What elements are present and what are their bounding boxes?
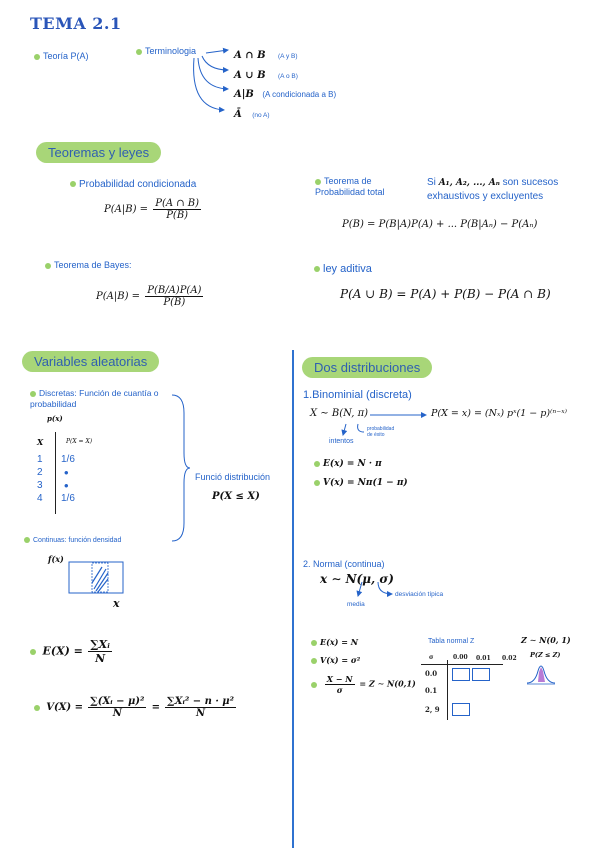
terminologia-label: Terminologia xyxy=(136,46,196,56)
desv-label: desviación típica xyxy=(395,591,444,598)
media-label: media xyxy=(347,601,365,608)
tabla-col: 0.02 xyxy=(502,655,517,662)
term-item-1: A ∩ B (A y B) xyxy=(234,50,298,61)
fx-label: f(x) xyxy=(48,554,64,564)
teoremas-pill: Teoremas y leyes xyxy=(36,142,162,163)
brace-icon xyxy=(171,394,191,542)
x-axis-label: x xyxy=(113,597,120,610)
tabla-vline xyxy=(447,660,448,720)
tabla-row: 0.0 xyxy=(425,669,438,678)
tabla-col: σ xyxy=(429,654,434,661)
tabla-col: 0.01 xyxy=(476,655,491,662)
funcion-dist-formula: P(X ≤ X) xyxy=(212,491,260,502)
term-item-4: Ā (no A) xyxy=(234,109,270,120)
tabla-hline xyxy=(421,664,503,665)
normal-v: V(x) = σ² xyxy=(311,655,360,665)
column-divider xyxy=(292,350,294,848)
bullet-icon xyxy=(314,460,320,467)
zdist-label: Z ∼ N(0, 1) xyxy=(521,635,571,645)
term-item-3: A|B (A condicionada a B) xyxy=(234,89,337,100)
cond-formula: P(A|B) = P(A ∩ B)P(B) xyxy=(104,198,202,221)
table-divider xyxy=(55,432,56,514)
bayes-label: Teorema de Bayes: xyxy=(45,260,132,270)
pz-label: P(Z ≤ Z) xyxy=(530,651,561,659)
table-row: 1 xyxy=(37,454,43,465)
aditiva-label: ley aditiva xyxy=(314,263,372,275)
aditiva-formula: P(A ∪ B) = P(A) + P(B) − P(A ∩ B) xyxy=(340,287,551,301)
col-x-header: X xyxy=(37,437,44,447)
term-item-2: A ∪ B (A o B) xyxy=(234,70,298,81)
table-row: 2 xyxy=(37,467,43,478)
table-cell: • xyxy=(64,478,69,493)
total-label: Teorema de Probabilidad total xyxy=(315,176,385,197)
tabla-cell xyxy=(452,703,470,716)
binom-title: 1.Binominial (discreta) xyxy=(303,389,412,401)
cond-label: Probabilidad condicionada xyxy=(70,179,196,190)
bullet-icon xyxy=(30,390,36,397)
teoria-label: Teoría P(A) xyxy=(34,51,89,61)
bullet-icon xyxy=(311,658,317,664)
tabla-cell xyxy=(472,668,490,681)
table-cell: • xyxy=(64,465,69,480)
continuas-label: Continuas: función densidad xyxy=(24,537,121,544)
table-cell: 1/6 xyxy=(61,454,75,465)
table-cell: 1/6 xyxy=(61,493,75,504)
distribuciones-pill: Dos distribuciones xyxy=(302,357,433,378)
bullet-icon xyxy=(311,681,317,688)
normal-e: E(x) = N xyxy=(311,637,358,647)
bullet-icon xyxy=(311,640,317,646)
tabla-title: Tabla normal Z xyxy=(428,638,475,645)
col-p-header: P(X = X) xyxy=(66,438,93,445)
normal-def: x ∼ N(μ, σ) xyxy=(320,572,394,586)
bullet-icon xyxy=(30,648,36,655)
bullet-icon xyxy=(24,537,30,544)
binom-e: E(x) = N · π xyxy=(314,459,382,469)
intentos-label: intentos xyxy=(329,438,354,445)
bell-curve-icon xyxy=(526,665,556,685)
page-title: TEMA 2.1 xyxy=(30,14,122,33)
tabla-row: 0.1 xyxy=(425,686,438,695)
table-row: 3 xyxy=(37,480,43,491)
binom-formula: P(X = x) = (Nₓ) pˣ(1 − p)⁽ⁿ⁻ˣ⁾ xyxy=(431,408,567,419)
bullet-icon xyxy=(34,53,40,60)
tabla-col: 0.00 xyxy=(453,654,468,661)
discretas-label: Discretas: Función de cuantía o probabil… xyxy=(30,388,159,409)
tabla-row: 2, 9 xyxy=(425,705,440,714)
binom-def: X ∼ B(N, π) xyxy=(310,408,369,419)
normal-title: 2. Normal (continua) xyxy=(303,559,385,569)
binom-v: V(x) = Nπ(1 − π) xyxy=(314,478,408,488)
bullet-icon xyxy=(45,262,51,269)
bullet-icon xyxy=(34,704,40,711)
density-sketch-icon xyxy=(68,561,124,594)
tabla-cell xyxy=(452,668,470,681)
total-formula: P(B) = P(B|A)P(A) + ... P(B|Aₙ) − P(Aₙ) xyxy=(342,219,538,230)
px-label: p(x) xyxy=(47,414,63,423)
bullet-icon xyxy=(315,178,321,185)
table-row: 4 xyxy=(37,493,43,504)
prob-exito-label: probabilidad de éxito xyxy=(367,426,395,438)
bullet-icon xyxy=(314,479,320,486)
bullet-icon xyxy=(70,181,76,188)
funcion-dist-label: Funció distribución xyxy=(195,472,271,482)
total-desc: Si A₁, A₂, ..., Aₙ son sucesos exhaustiv… xyxy=(427,177,559,202)
bullet-icon xyxy=(314,266,320,273)
bullet-icon xyxy=(136,48,142,55)
bayes-formula: P(A|B) = P(B/A)P(A)P(B) xyxy=(96,285,204,308)
variables-pill: Variables aleatorias xyxy=(22,351,160,372)
